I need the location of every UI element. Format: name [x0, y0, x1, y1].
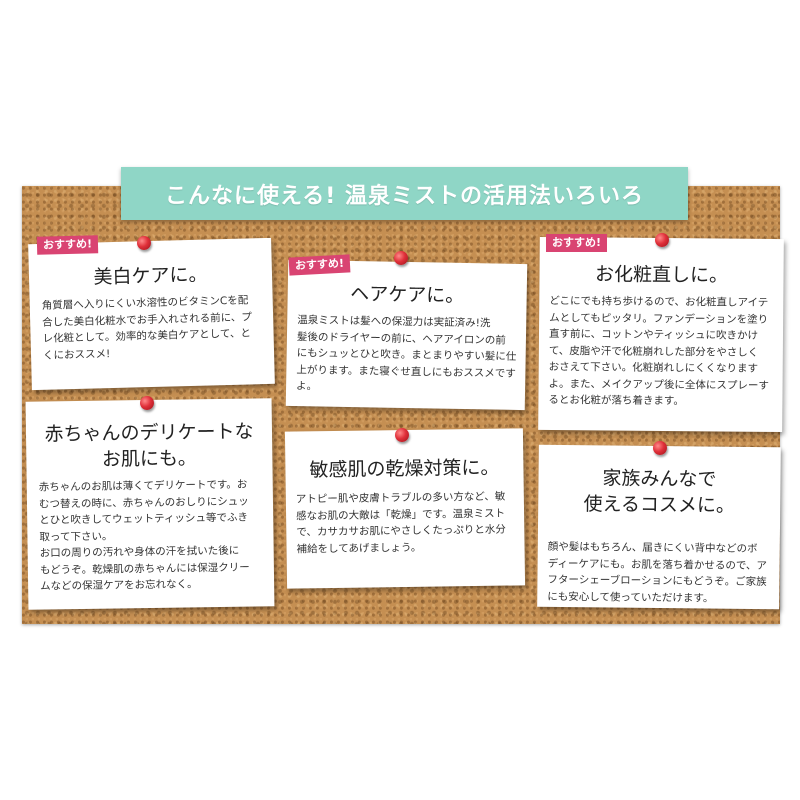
- pin-icon: [653, 441, 667, 455]
- card-body: 赤ちゃんのお肌は薄くてデリケートです。お むつ替えの時に、赤ちゃんのおしりにシュ…: [38, 478, 250, 593]
- pin-icon: [140, 396, 154, 410]
- card-baby-skin: 赤ちゃんのデリケートな お肌にも。 赤ちゃんのお肌は薄くてデリケートです。お む…: [25, 398, 275, 610]
- card-sensitive-skin: 敏感肌の乾燥対策に。 アトピー肌や皮膚トラブルの多い方など、敏 感なお肌の大敵は…: [284, 428, 526, 589]
- pin-icon: [137, 236, 151, 250]
- recommend-badge: おすすめ!: [546, 234, 608, 252]
- card-family-cosmetic: 家族みんなで 使えるコスメに。 顔や髪はもちろん、届きにくい背中などのボ ディー…: [537, 444, 781, 610]
- card-body: 角質層へ入りにくい水溶性のビタミンCを配 合した美白化粧水でお手入れされる前に、…: [41, 294, 252, 362]
- card-heading: 敏感肌の乾燥対策に。: [309, 456, 500, 482]
- card-body: 温泉ミストは髪への保湿力は実証済み!洗 髪後のドライヤーの前に、ヘアアイロンの前…: [295, 314, 517, 393]
- card-haircare: ヘアケアに。 温泉ミストは髪への保湿力は実証済み!洗 髪後のドライヤーの前に、ヘ…: [285, 259, 528, 411]
- card-body: どこにでも持ち歩けるので、お化粧直しアイテ ムとしてもピッタリ。ファンデーション…: [548, 295, 769, 408]
- title-banner: こんなに使える! 温泉ミストの活用法いろいろ: [121, 167, 688, 220]
- card-body: 顔や髪はもちろん、届きにくい背中などのボ ディーケアにも。お肌を落ち着かせるので…: [547, 540, 768, 605]
- pin-icon: [394, 251, 408, 265]
- page-title: こんなに使える! 温泉ミストの活用法いろいろ: [164, 183, 645, 209]
- recommend-badge: おすすめ!: [288, 254, 351, 276]
- card-heading: 美白ケアに。: [93, 263, 208, 289]
- card-heading: お化粧直しに。: [594, 263, 729, 287]
- pin-icon: [395, 428, 409, 442]
- pin-icon: [655, 233, 669, 247]
- card-makeup-touchup: お化粧直しに。 どこにでも持ち歩けるので、お化粧直しアイテ ムとしてもピッタリ。…: [538, 236, 784, 433]
- card-body: アトピー肌や皮膚トラブルの多い方など、敏 感なお肌の大敵は「乾燥」です。温泉ミス…: [295, 490, 506, 556]
- card-heading: 赤ちゃんのデリケートな お肌にも。: [44, 420, 254, 471]
- card-heading: 家族みんなで 使えるコスメに。: [583, 467, 736, 517]
- card-whitening: 美白ケアに。 角質層へ入りにくい水溶性のビタミンCを配 合した美白化粧水でお手入…: [28, 237, 275, 391]
- recommend-badge: おすすめ!: [36, 235, 99, 255]
- card-heading: ヘアケアに。: [349, 283, 465, 307]
